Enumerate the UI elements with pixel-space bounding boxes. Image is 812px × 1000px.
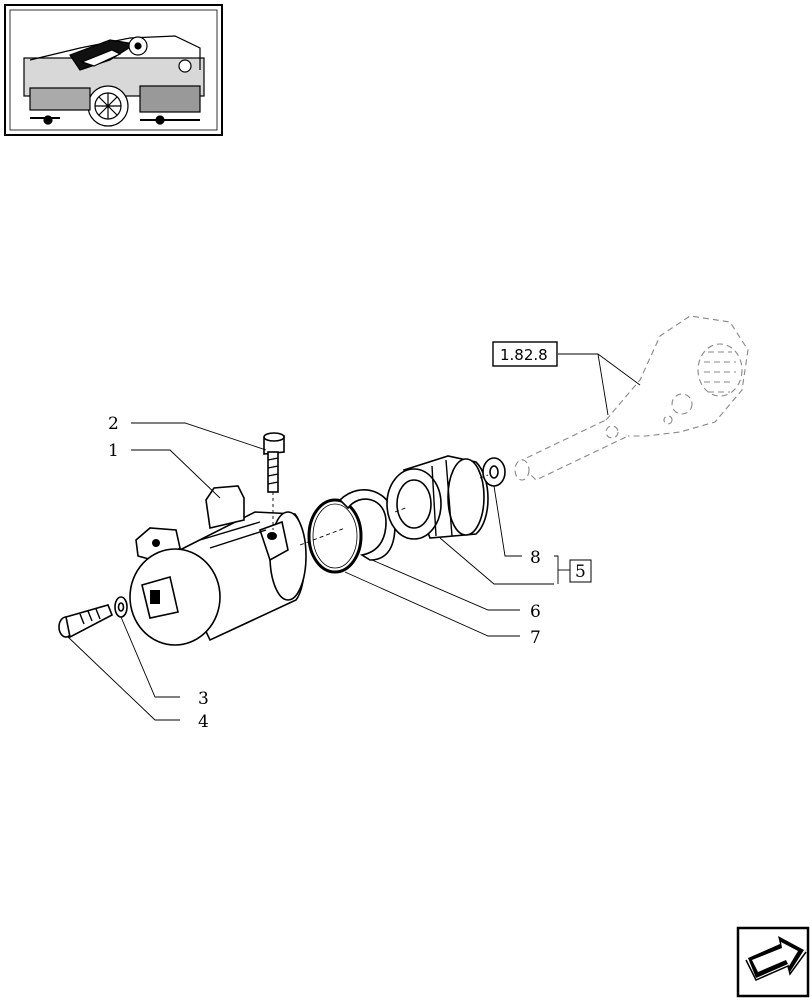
assembly-axis bbox=[299, 474, 489, 546]
part-2-bolt[interactable] bbox=[263, 432, 285, 530]
callout-1: 1 bbox=[108, 441, 119, 461]
callout-3: 3 bbox=[198, 689, 209, 709]
reference-box[interactable]: 1.82.8 bbox=[492, 341, 558, 367]
part-3-washer[interactable] bbox=[114, 596, 128, 618]
callout-6: 6 bbox=[530, 602, 541, 622]
part-piston[interactable] bbox=[386, 455, 489, 540]
leader-lines bbox=[67, 353, 641, 721]
callout-5: 5 bbox=[575, 562, 586, 582]
next-page-arrow-icon[interactable] bbox=[736, 926, 810, 998]
callout-5-box: 5 bbox=[569, 559, 592, 583]
assembly-thumbnail[interactable] bbox=[4, 4, 223, 136]
callout-8: 8 bbox=[530, 548, 541, 568]
callout-2: 2 bbox=[108, 414, 119, 434]
reference-box-label: 1.82.8 bbox=[500, 346, 548, 364]
ghost-lever-arm bbox=[514, 315, 749, 481]
callout-7: 7 bbox=[530, 628, 541, 648]
tractor-hitch-sketch bbox=[23, 35, 205, 127]
part-8-washer[interactable] bbox=[482, 457, 506, 487]
part-4-bolt[interactable] bbox=[58, 604, 114, 639]
callout-4: 4 bbox=[198, 712, 209, 732]
part-1-cylinder-body[interactable] bbox=[129, 485, 307, 646]
part-7-o-ring[interactable] bbox=[307, 498, 363, 574]
part-6-split-ring[interactable] bbox=[338, 489, 396, 561]
